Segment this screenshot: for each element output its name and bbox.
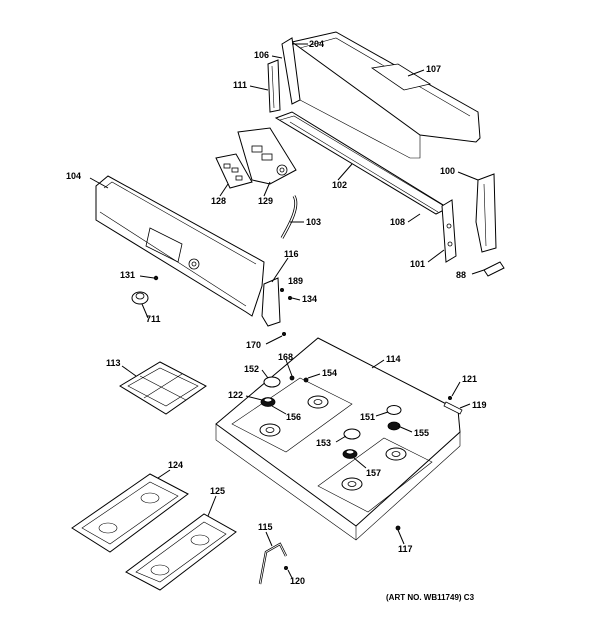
wire-harness <box>280 195 298 239</box>
clip-119 <box>443 401 463 415</box>
burner-cap-152 <box>263 376 281 388</box>
callout-711: 711 <box>146 314 161 324</box>
igniter-168 <box>289 375 295 381</box>
callout-204: 204 <box>309 39 324 49</box>
burner-cap-153 <box>343 428 361 440</box>
callout-labels: 204 106 107 111 104 128 129 102 100 103 … <box>66 39 487 602</box>
callout-119: 119 <box>472 400 487 410</box>
part-88 <box>483 261 505 277</box>
callout-102: 102 <box>332 180 347 190</box>
callout-122: 122 <box>228 390 243 400</box>
callout-100: 100 <box>440 166 455 176</box>
callout-124: 124 <box>168 460 183 470</box>
callout-104: 104 <box>66 171 81 181</box>
callout-116: 116 <box>284 249 299 259</box>
burner-head-157 <box>342 449 358 459</box>
screw-189 <box>279 287 284 292</box>
callout-125: 125 <box>210 486 225 496</box>
callout-114: 114 <box>386 354 401 364</box>
screw-117 <box>395 525 401 531</box>
bracket-108-101 <box>441 199 457 263</box>
screw-121 <box>447 395 452 400</box>
callout-152: 152 <box>244 364 259 374</box>
rear-trim <box>267 37 301 113</box>
end-cap-116 <box>261 277 281 327</box>
callout-128: 128 <box>211 196 226 206</box>
bracket-115 <box>258 542 288 585</box>
manifold-panel <box>274 111 450 215</box>
callout-107: 107 <box>426 64 441 74</box>
callout-101: 101 <box>410 259 425 269</box>
callout-155: 155 <box>414 428 429 438</box>
callout-115: 115 <box>258 522 273 532</box>
callout-108: 108 <box>390 217 405 227</box>
callout-88: 88 <box>456 270 466 280</box>
control-board <box>237 127 297 185</box>
callout-103: 103 <box>306 217 321 227</box>
callout-170: 170 <box>246 340 261 350</box>
switch-block <box>215 153 253 189</box>
burner-cap-151 <box>386 405 402 415</box>
screw-134 <box>287 295 292 300</box>
side-bracket-right <box>475 173 497 253</box>
screw-120 <box>283 566 288 571</box>
callout-106: 106 <box>254 50 269 60</box>
callout-131: 131 <box>120 270 135 280</box>
callout-151: 151 <box>360 412 375 422</box>
callout-117: 117 <box>398 544 413 554</box>
callout-129: 129 <box>258 196 273 206</box>
callout-156: 156 <box>286 412 301 422</box>
drip-pan-124 <box>71 473 189 553</box>
callout-120: 120 <box>290 576 305 586</box>
callout-113: 113 <box>106 358 121 368</box>
callout-153: 153 <box>316 438 331 448</box>
backguard-panel <box>290 31 481 159</box>
callout-111: 111 <box>233 80 247 90</box>
igniter-154 <box>303 377 309 383</box>
callout-157: 157 <box>366 468 381 478</box>
burner-grate <box>119 361 207 415</box>
callout-121: 121 <box>462 374 477 384</box>
art-number: (ART NO. WB11749) C3 <box>386 593 475 602</box>
callout-168: 168 <box>278 352 293 362</box>
drip-pan-125 <box>125 513 237 591</box>
knob-711 <box>131 291 149 305</box>
burner-head-155 <box>387 421 401 431</box>
callout-134: 134 <box>302 294 317 304</box>
callout-189: 189 <box>288 276 303 286</box>
control-panel <box>95 175 265 317</box>
burner-head-122 <box>260 397 276 407</box>
screw-131 <box>153 275 159 281</box>
screw-170 <box>281 331 286 336</box>
leader-lines <box>89 43 485 579</box>
callout-154: 154 <box>322 368 337 378</box>
